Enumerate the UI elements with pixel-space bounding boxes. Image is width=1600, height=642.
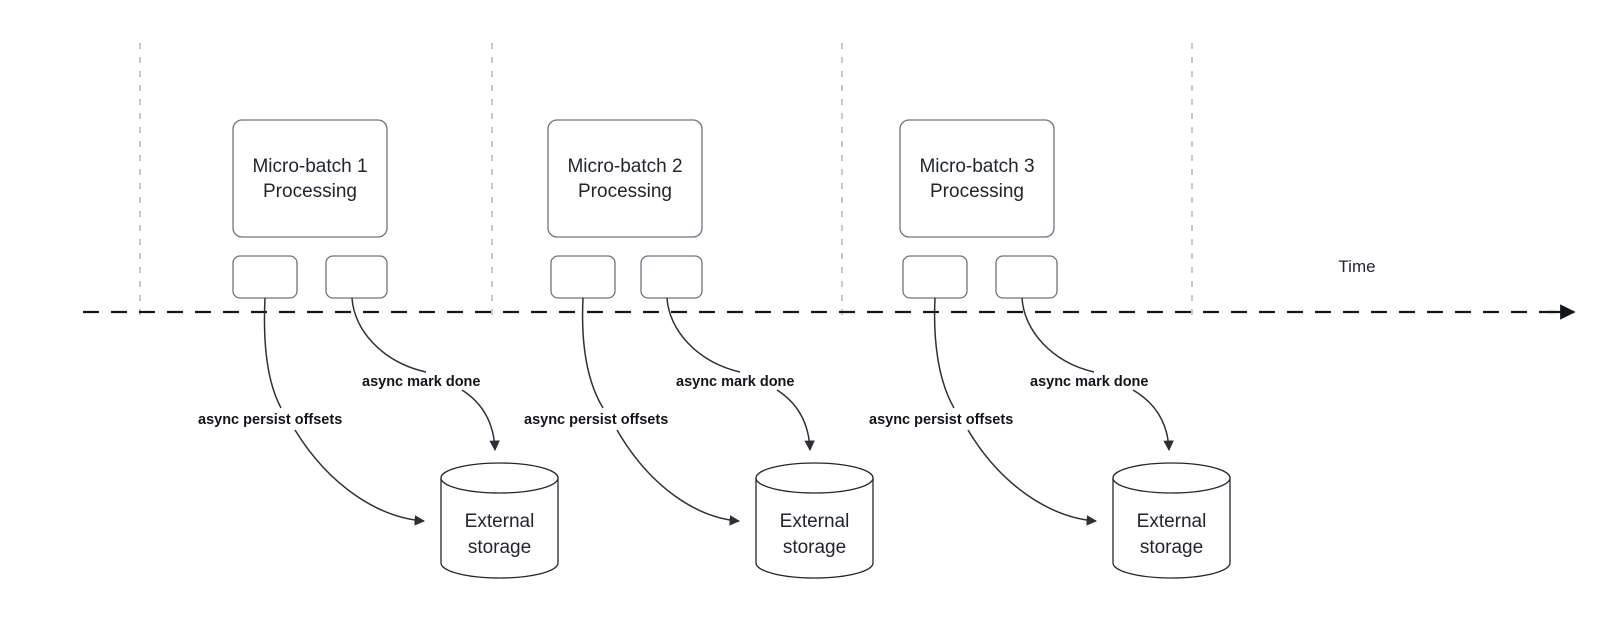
batch-1-persist-offsets-flow-lower	[294, 429, 426, 526]
batch-3-mark-done-task[interactable]	[995, 255, 1058, 299]
external-storage-label-line2: storage	[1140, 537, 1203, 558]
batch-3-persist-offsets-label: async persist offsets	[869, 412, 1013, 428]
batch-1-persist-offsets-flow-upper	[263, 297, 282, 409]
batch-2-mark-done-flow-upper	[666, 297, 741, 373]
external-storage-label-line1: External	[1137, 511, 1207, 532]
batch-1-external-storage[interactable]: External storage	[440, 462, 559, 579]
cylinder-body-shape	[755, 478, 874, 579]
batch-1-mark-done-label: async mark done	[362, 374, 480, 390]
batch-1-mark-done-flow-lower	[461, 389, 500, 452]
batch-1-mark-done-task[interactable]	[325, 255, 388, 299]
micro-batch-2-title-line1: Micro-batch 2	[567, 156, 682, 177]
external-storage-label-line1: External	[465, 511, 535, 532]
cylinder-top-ellipse	[1112, 462, 1231, 494]
micro-batch-2-box[interactable]	[547, 119, 703, 238]
batch-2-mark-done-label: async mark done	[676, 374, 794, 390]
external-storage-label-line2: storage	[468, 537, 531, 558]
batch-group-1: Micro-batch 1 Processing async persist o…	[198, 119, 559, 579]
time-axis: Time	[83, 257, 1576, 320]
batch-3-mark-done-flow-lower	[1132, 389, 1174, 452]
micro-batch-1-title-line2: Processing	[263, 181, 357, 202]
cylinder-body-shape	[440, 478, 559, 579]
micro-batch-3-title-line1: Micro-batch 3	[919, 156, 1034, 177]
batch-2-persist-offsets-label: async persist offsets	[524, 412, 668, 428]
batch-2-persist-offsets-task[interactable]	[550, 255, 616, 299]
batch-3-persist-offsets-task[interactable]	[902, 255, 968, 299]
batch-2-external-storage[interactable]: External storage	[755, 462, 874, 579]
batch-2-persist-offsets-flow-lower	[616, 429, 741, 526]
time-axis-label: Time	[1338, 257, 1375, 276]
batch-3-mark-done-flow-upper	[1021, 297, 1095, 373]
batch-group-3: Micro-batch 3 Processing async persist o…	[869, 119, 1231, 579]
micro-batch-3-box[interactable]	[899, 119, 1055, 238]
batch-1-persist-offsets-label: async persist offsets	[198, 412, 342, 428]
micro-batch-3-title-line2: Processing	[930, 181, 1024, 202]
cylinder-body-shape	[1112, 478, 1231, 579]
micro-batch-2-title-line2: Processing	[578, 181, 672, 202]
lifelines-group	[139, 43, 1193, 318]
batch-3-persist-offsets-flow-upper	[933, 297, 955, 409]
batch-3-persist-offsets-flow-lower	[967, 429, 1098, 526]
batch-1-mark-done-flow-upper	[351, 297, 427, 373]
batch-3-mark-done-label: async mark done	[1030, 374, 1148, 390]
external-storage-label-line2: storage	[783, 537, 846, 558]
batch-1-persist-offsets-task[interactable]	[232, 255, 298, 299]
batch-group-2: Micro-batch 2 Processing async persist o…	[524, 119, 874, 579]
cylinder-top-ellipse	[440, 462, 559, 494]
micro-batch-1-title-line1: Micro-batch 1	[252, 156, 367, 177]
batch-2-persist-offsets-flow-upper	[581, 297, 604, 409]
micro-batch-1-box[interactable]	[232, 119, 388, 238]
batch-3-external-storage[interactable]: External storage	[1112, 462, 1231, 579]
batch-2-mark-done-task[interactable]	[640, 255, 703, 299]
cylinder-top-ellipse	[755, 462, 874, 494]
external-storage-label-line1: External	[780, 511, 850, 532]
batch-2-mark-done-flow-lower	[776, 389, 815, 452]
